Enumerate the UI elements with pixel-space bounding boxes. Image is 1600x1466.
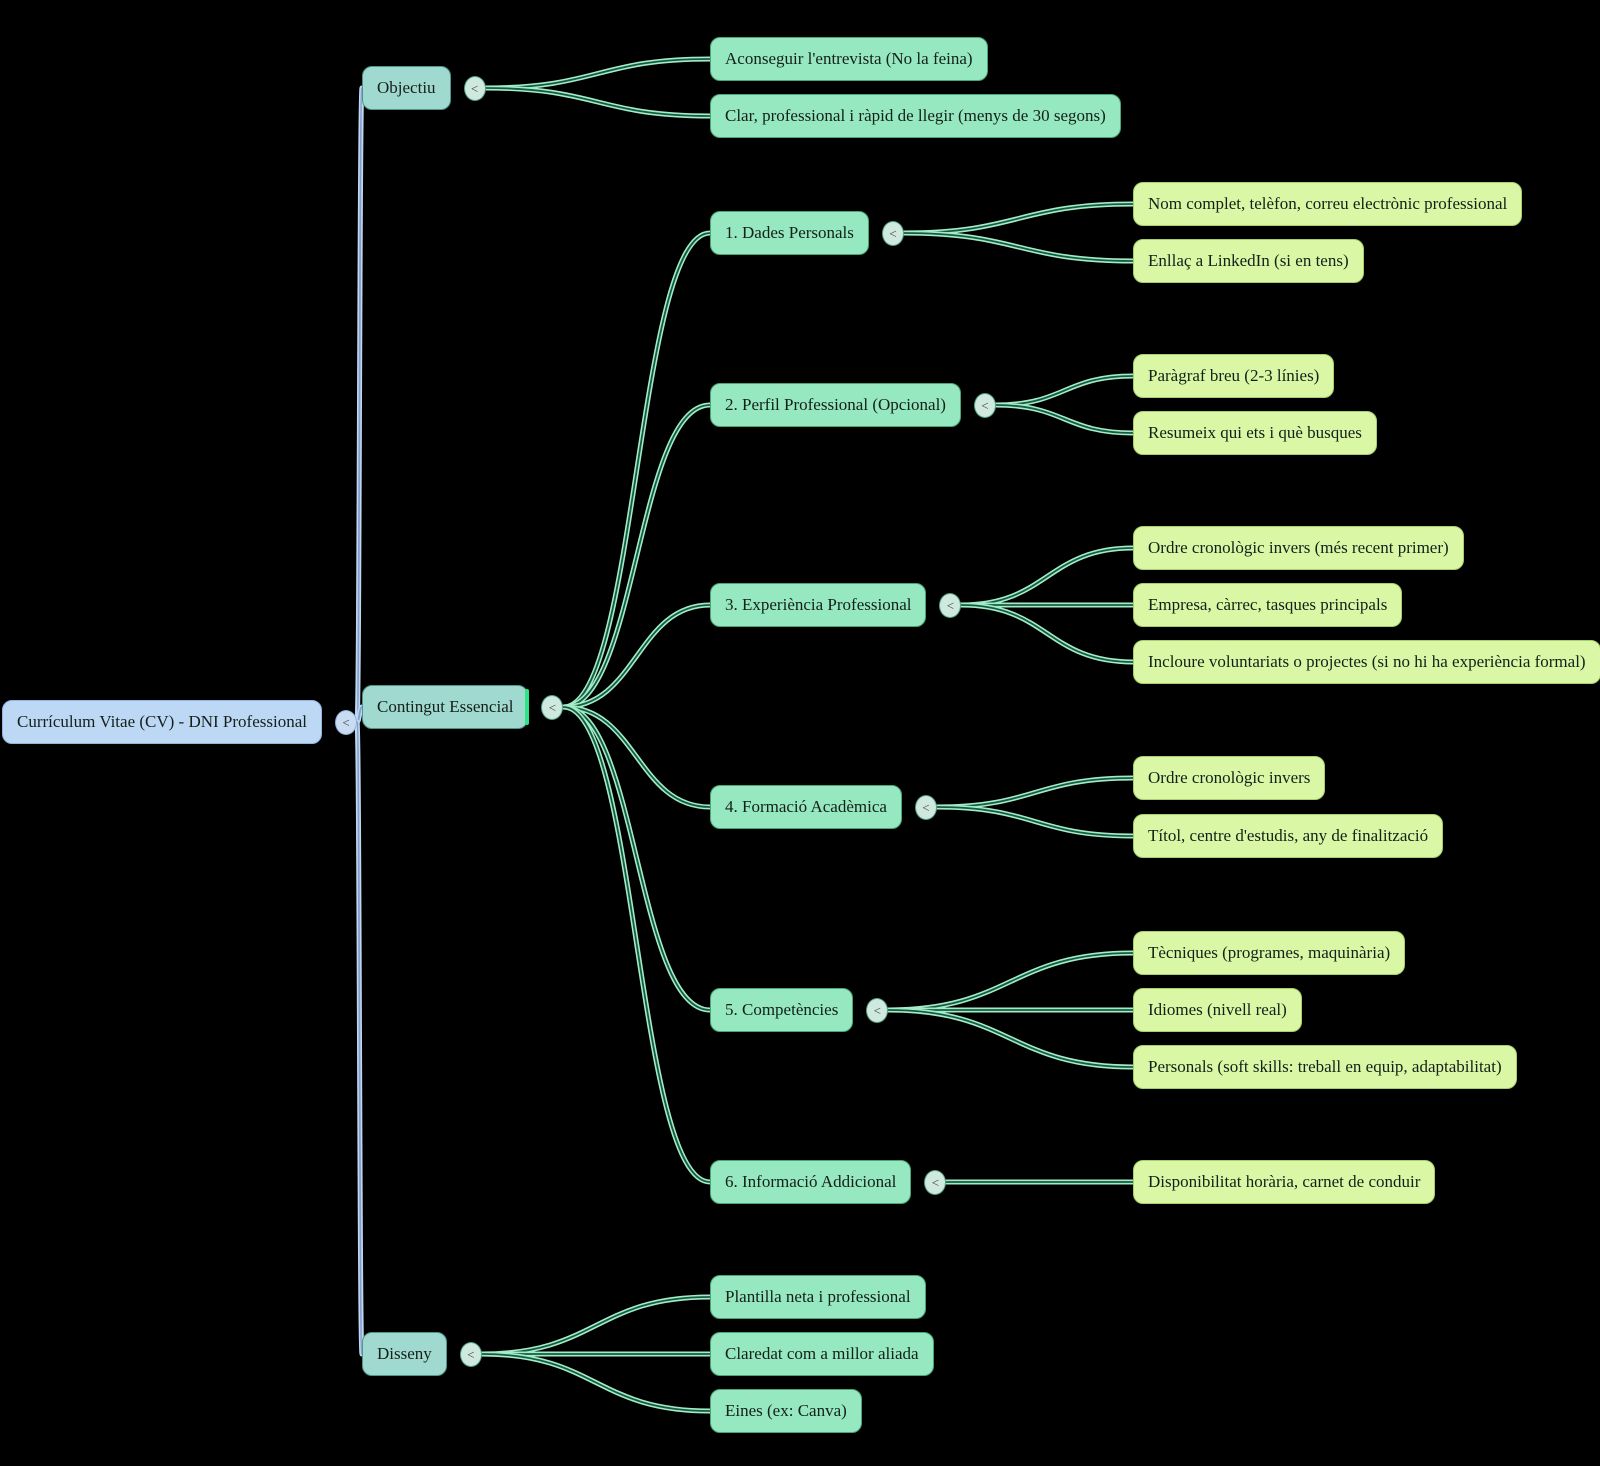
node-contingut-essencial-collapse-icon[interactable]: <: [541, 694, 564, 720]
node-tecniques: Tècniques (programes, maquinària): [1133, 931, 1406, 975]
node-objectiu: Objectiu <: [362, 66, 486, 110]
node-root: Currículum Vitae (CV) - DNI Professional…: [2, 700, 357, 744]
node-contingut-essencial-label: Contingut Essencial: [362, 685, 530, 729]
node-formacio-academica-label: 4. Formació Acadèmica: [710, 785, 902, 829]
node-titol-centre: Títol, centre d'estudis, any de finalitz…: [1133, 814, 1444, 858]
node-competencies-collapse-icon[interactable]: <: [866, 997, 889, 1023]
node-experiencia-professional-collapse-icon[interactable]: <: [939, 592, 962, 618]
node-informacio-addicional: 6. Informació Addicional <: [710, 1160, 947, 1204]
node-aconseguir-entrevista: Aconseguir l'entrevista (No la feina): [710, 37, 988, 81]
node-personals-soft-skills: Personals (soft skills: treball en equip…: [1133, 1045, 1517, 1089]
node-ordre-cronologic-recent-label: Ordre cronològic invers (més recent prim…: [1133, 526, 1464, 570]
node-idiomes-label: Idiomes (nivell real): [1133, 988, 1302, 1032]
node-disponibilitat: Disponibilitat horària, carnet de condui…: [1133, 1160, 1436, 1204]
node-disseny-label: Disseny: [362, 1332, 447, 1376]
node-nom-complet: Nom complet, telèfon, correu electrònic …: [1133, 182, 1523, 226]
node-formacio-academica-collapse-icon[interactable]: <: [914, 794, 937, 820]
node-titol-centre-label: Títol, centre d'estudis, any de finalitz…: [1133, 814, 1444, 858]
node-dades-personals-label: 1. Dades Personals: [710, 211, 869, 255]
node-claredat: Claredat com a millor aliada: [710, 1332, 934, 1376]
node-ordre-cronologic-recent: Ordre cronològic invers (més recent prim…: [1133, 526, 1464, 570]
node-objectiu-collapse-icon[interactable]: <: [463, 75, 486, 101]
node-disseny: Disseny <: [362, 1332, 482, 1376]
node-competencies: 5. Competències <: [710, 988, 889, 1032]
node-ordre-cronologic-invers-label: Ordre cronològic invers: [1133, 756, 1326, 800]
node-disseny-collapse-icon[interactable]: <: [459, 1341, 482, 1367]
node-eines: Eines (ex: Canva): [710, 1389, 862, 1433]
node-incloure-voluntariats-label: Incloure voluntariats o projectes (si no…: [1133, 640, 1600, 684]
node-eines-label: Eines (ex: Canva): [710, 1389, 862, 1433]
node-plantilla-neta-label: Plantilla neta i professional: [710, 1275, 926, 1319]
node-contingut-essencial: Contingut Essencial <: [362, 685, 564, 729]
node-resumeix: Resumeix qui ets i què busques: [1133, 411, 1377, 455]
node-paragraf-breu-label: Paràgraf breu (2-3 línies): [1133, 354, 1335, 398]
node-clar-professional-label: Clar, professional i ràpid de llegir (me…: [710, 94, 1121, 138]
node-objectiu-label: Objectiu: [362, 66, 451, 110]
node-perfil-professional-collapse-icon[interactable]: <: [973, 392, 996, 418]
node-root-collapse-icon[interactable]: <: [334, 709, 357, 735]
node-clar-professional: Clar, professional i ràpid de llegir (me…: [710, 94, 1121, 138]
node-incloure-voluntariats: Incloure voluntariats o projectes (si no…: [1133, 640, 1600, 684]
node-enllac-linkedin-label: Enllaç a LinkedIn (si en tens): [1133, 239, 1364, 283]
node-tecniques-label: Tècniques (programes, maquinària): [1133, 931, 1406, 975]
node-personals-soft-skills-label: Personals (soft skills: treball en equip…: [1133, 1045, 1517, 1089]
node-formacio-academica: 4. Formació Acadèmica <: [710, 785, 937, 829]
node-disponibilitat-label: Disponibilitat horària, carnet de condui…: [1133, 1160, 1436, 1204]
node-idiomes: Idiomes (nivell real): [1133, 988, 1302, 1032]
node-aconseguir-entrevista-label: Aconseguir l'entrevista (No la feina): [710, 37, 988, 81]
node-nom-complet-label: Nom complet, telèfon, correu electrònic …: [1133, 182, 1523, 226]
node-enllac-linkedin: Enllaç a LinkedIn (si en tens): [1133, 239, 1364, 283]
node-root-label: Currículum Vitae (CV) - DNI Professional: [2, 700, 322, 744]
node-informacio-addicional-collapse-icon[interactable]: <: [924, 1169, 947, 1195]
node-experiencia-professional-label: 3. Experiència Professional: [710, 583, 927, 627]
node-claredat-label: Claredat com a millor aliada: [710, 1332, 934, 1376]
node-dades-personals: 1. Dades Personals <: [710, 211, 904, 255]
node-empresa-carrec-label: Empresa, càrrec, tasques principals: [1133, 583, 1403, 627]
node-perfil-professional-label: 2. Perfil Professional (Opcional): [710, 383, 961, 427]
node-perfil-professional: 2. Perfil Professional (Opcional) <: [710, 383, 996, 427]
node-plantilla-neta: Plantilla neta i professional: [710, 1275, 926, 1319]
node-dades-personals-collapse-icon[interactable]: <: [881, 220, 904, 246]
node-paragraf-breu: Paràgraf breu (2-3 línies): [1133, 354, 1335, 398]
node-empresa-carrec: Empresa, càrrec, tasques principals: [1133, 583, 1403, 627]
node-competencies-label: 5. Competències: [710, 988, 854, 1032]
node-experiencia-professional: 3. Experiència Professional <: [710, 583, 962, 627]
node-resumeix-label: Resumeix qui ets i què busques: [1133, 411, 1377, 455]
node-ordre-cronologic-invers: Ordre cronològic invers: [1133, 756, 1326, 800]
node-informacio-addicional-label: 6. Informació Addicional: [710, 1160, 912, 1204]
